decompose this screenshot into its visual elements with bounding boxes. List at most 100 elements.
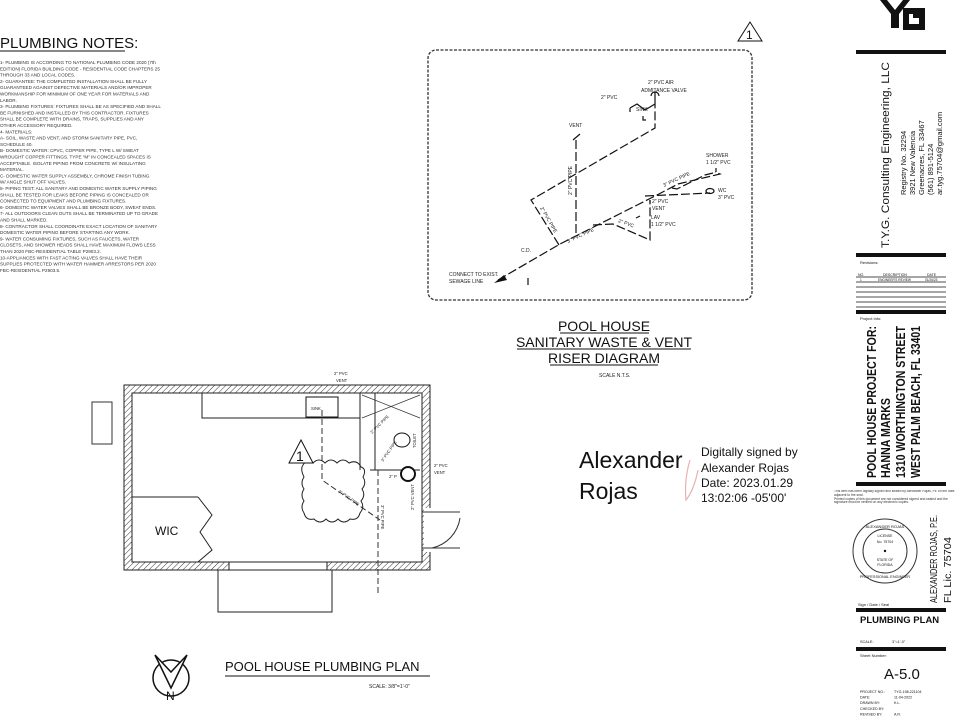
notes-title: PLUMBING NOTES: bbox=[0, 35, 138, 52]
note-line: SUPPLIES PROTECTED WITH WATER HAMMER ARR… bbox=[0, 262, 156, 267]
info-row-value: TYG-198-221104 bbox=[894, 690, 922, 694]
svg-text:SINK: SINK bbox=[636, 107, 648, 113]
svg-text:CONNECT TO EXIST.: CONNECT TO EXIST. bbox=[449, 272, 498, 278]
svg-text:1: 1 bbox=[860, 278, 862, 282]
svg-text:3" PVC PIPE: 3" PVC PIPE bbox=[566, 227, 595, 245]
svg-text:2" PVC PIPE: 2" PVC PIPE bbox=[568, 165, 574, 195]
svg-text:TOILET: TOILET bbox=[412, 433, 417, 448]
room-label-wic: WIC bbox=[155, 524, 179, 538]
svg-text:1: 1 bbox=[296, 448, 304, 464]
svg-text:13:02:06 -05'00': 13:02:06 -05'00' bbox=[701, 491, 786, 505]
plumbing-notes: PLUMBING NOTES: 1- PLUMBING IS ACCORDING… bbox=[0, 35, 161, 273]
info-row-label: CHECKED BY: bbox=[860, 707, 884, 711]
svg-text:FLORIDA: FLORIDA bbox=[877, 563, 893, 567]
svg-text:SEWAGE LINE: SEWAGE LINE bbox=[449, 279, 484, 285]
svg-text:1 1/2" PVC: 1 1/2" PVC bbox=[651, 222, 676, 228]
note-line: 9- WATER CONSUMING FIXTURES, SUCH AS FAU… bbox=[0, 236, 140, 241]
svg-text:2" PVC: 2" PVC bbox=[652, 199, 669, 205]
note-line: LABOR. bbox=[0, 98, 17, 103]
note-line: THAN 2020 FBC-RESIDENTIAL TABLE P2903.2. bbox=[0, 249, 101, 254]
svg-text:SANITARY WASTE & VENT: SANITARY WASTE & VENT bbox=[516, 334, 693, 350]
svg-text:1 1/2" PVC: 1 1/2" PVC bbox=[706, 160, 731, 166]
svg-text:2" PVC: 2" PVC bbox=[617, 218, 635, 229]
note-line: CLOSETS, AND SHOWER HEADS SHALL HAVE MAX… bbox=[0, 243, 156, 248]
riser-diagram: 1 2" PVC AIR ADMITANCE VALVE 2" PVC SINK… bbox=[427, 21, 763, 379]
note-line: 5- PIPING TEST: ALL SANITARY AND DOMESTI… bbox=[0, 186, 157, 191]
svg-text:3"=1'-0": 3"=1'-0" bbox=[892, 640, 906, 644]
info-row-label: DRAWN BY: bbox=[860, 701, 880, 705]
engineer-seal: ALEXANDER ROJAS LICENSE No. 75704 STATE … bbox=[852, 518, 918, 584]
sheet-title: PLUMBING PLAN bbox=[860, 615, 939, 626]
note-line: THROUGH 33 AND LOCAL CODES. bbox=[0, 73, 75, 78]
plan-title: POOL HOUSE PLUMBING PLAN bbox=[225, 659, 420, 674]
note-line: 10-APPLIANCES WITH FAST ACTING VALVES SH… bbox=[0, 255, 143, 260]
svg-text:ALEXANDER ROJAS, P.E.: ALEXANDER ROJAS, P.E. bbox=[929, 515, 940, 603]
note-line: 2- GUARANTEE: THE COMPLETED INSTALLATION… bbox=[0, 79, 147, 84]
riser-fixtures bbox=[527, 91, 717, 285]
note-line: OTHER ACCESSORY REQUIRED. bbox=[0, 123, 73, 128]
svg-text:1310 WORTHINGTON STREET: 1310 WORTHINGTON STREET bbox=[894, 326, 908, 478]
sheet-number: A-5.0 bbox=[884, 666, 920, 683]
outdoor-equipment bbox=[91, 401, 113, 445]
note-line: 8- CONTRACTOR SHALL COORDINATE EXACT LOC… bbox=[0, 224, 157, 229]
arrow-icon bbox=[494, 275, 507, 283]
svg-text:2" PVC PIPE: 2" PVC PIPE bbox=[538, 206, 558, 235]
svg-text:RISER DIAGRAM: RISER DIAGRAM bbox=[548, 350, 660, 366]
svg-text:Project Info:: Project Info: bbox=[860, 316, 881, 321]
exterior-walls bbox=[123, 384, 431, 571]
note-line: 3- PLUMBING FIXTURES: FIXTURES SHALL BE … bbox=[0, 104, 161, 109]
riser-pipes bbox=[497, 100, 722, 281]
note-line: 7- ALL OUTDOORS CLEAN OUTS SHALL BE TERM… bbox=[0, 211, 158, 216]
svg-text:2" PVC: 2" PVC bbox=[334, 371, 348, 376]
svg-text:Rojas: Rojas bbox=[579, 478, 638, 504]
svg-text:STATE OF: STATE OF bbox=[877, 558, 894, 562]
svg-text:01/26/23: 01/26/23 bbox=[925, 278, 938, 282]
info-row-label: PROJECT NO.: bbox=[860, 690, 885, 694]
company-logo bbox=[880, 0, 925, 30]
project-info-rows: PROJECT NO.:TYG-198-221104DATE:11-04-202… bbox=[860, 690, 922, 716]
note-line: 4- MATERIALS: bbox=[0, 129, 32, 134]
svg-text:Alexander Rojas: Alexander Rojas bbox=[701, 461, 789, 475]
svg-text:SCALE:: SCALE: bbox=[860, 640, 874, 644]
svg-text:FL Lic. 75704: FL Lic. 75704 bbox=[943, 537, 954, 603]
title-block: T.Y.G. Consulting Engineering, LLC Regis… bbox=[834, 0, 954, 716]
note-line: W/ ANGLE SHUT OFF VALVES. bbox=[0, 180, 66, 185]
svg-text:DATE: DATE bbox=[927, 273, 937, 277]
svg-text:Date: 2023.01.29: Date: 2023.01.29 bbox=[701, 476, 793, 490]
svg-text:VENT: VENT bbox=[569, 123, 582, 129]
note-line: SHALL BE COMPLETE WITH DRAINS, TRAPS, SU… bbox=[0, 117, 144, 122]
svg-text:ADMITANCE VALVE: ADMITANCE VALVE bbox=[641, 88, 688, 94]
svg-text:LAV: LAV bbox=[651, 215, 661, 221]
svg-text:2" PVC: 2" PVC bbox=[434, 463, 448, 468]
floor-plan: SINK TOILET 1 WIC 2" PVC VENT 2" PVC VEN… bbox=[91, 371, 461, 703]
svg-text:Sheet Number:: Sheet Number: bbox=[860, 653, 887, 658]
revision-cloud bbox=[427, 49, 753, 301]
plan-scale: SCALE: 3/8"=1'-0" bbox=[369, 684, 410, 690]
note-line: WORKMANSHIP FOR MINIMUM OF ONE YEAR FOR … bbox=[0, 92, 150, 97]
note-line: SCHEDULE 40. bbox=[0, 142, 33, 147]
svg-text:LICENSE: LICENSE bbox=[878, 534, 894, 538]
svg-text:ar.tyg.75704@gmail.com: ar.tyg.75704@gmail.com bbox=[935, 112, 944, 195]
svg-text:Greenacres, FL 33467: Greenacres, FL 33467 bbox=[917, 120, 926, 195]
svg-text:Sign / Date / Seal: Sign / Date / Seal bbox=[858, 602, 889, 607]
revision-triangle: 1 bbox=[737, 21, 763, 42]
info-row-label: REVISED BY: bbox=[860, 712, 882, 716]
svg-text:NO.: NO. bbox=[858, 273, 864, 277]
svg-text:2" PVC PIPE: 2" PVC PIPE bbox=[369, 414, 390, 435]
svg-text:1: 1 bbox=[746, 28, 753, 42]
info-row-value: A.R. bbox=[894, 712, 901, 716]
revision-triangle: 1 bbox=[288, 438, 314, 464]
svg-text:2" P: 2" P bbox=[389, 474, 397, 479]
svg-text:VENT: VENT bbox=[434, 470, 446, 475]
svg-text:WEST PALM BEACH, FL 33401: WEST PALM BEACH, FL 33401 bbox=[909, 326, 923, 478]
svg-text:2" PVC PIPE: 2" PVC PIPE bbox=[337, 489, 360, 507]
note-line: EDITION) FLORIDA BUILDING CODE - RESIDEN… bbox=[0, 66, 160, 71]
digital-signature: Alexander Rojas Digitally signed by Alex… bbox=[579, 445, 798, 505]
note-line: C- DOMESTIC WATER SUPPLY ASSEMBLY, CHROM… bbox=[0, 173, 150, 178]
note-line: CONNECTED TO EQUIPMENT AND PLUMBING FIXT… bbox=[0, 199, 126, 204]
note-line: AND SHALL MARKED. bbox=[0, 218, 48, 223]
note-line: MATERIAL. bbox=[0, 167, 24, 172]
note-line: 1- PLUMBING IS ACCORDING TO NATIONAL PLU… bbox=[0, 60, 156, 65]
info-row-value: K.L. bbox=[894, 701, 900, 705]
